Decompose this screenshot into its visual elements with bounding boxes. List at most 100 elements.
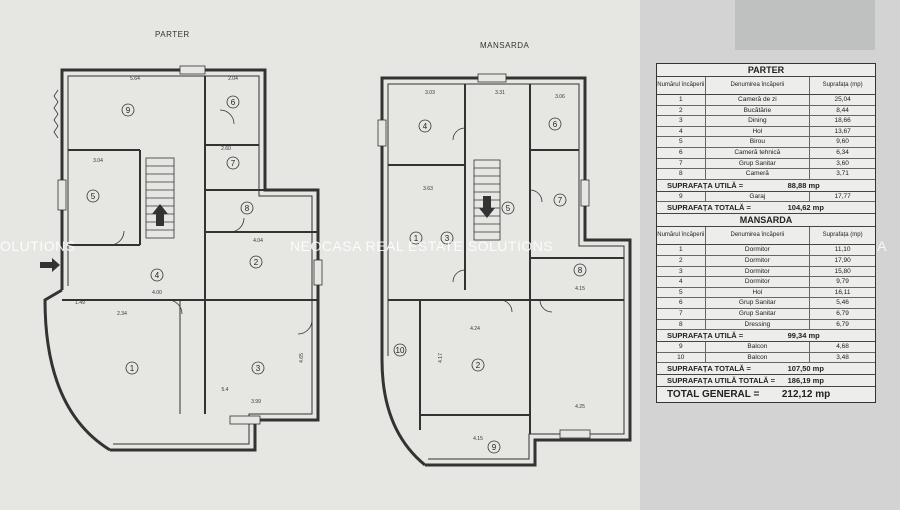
dimension-label: 4.17 (438, 353, 444, 363)
row-area: 15,80 (834, 267, 851, 275)
room-number-circle (487, 440, 501, 454)
row-number: 8 (657, 319, 706, 330)
door-swing-icon (539, 299, 553, 313)
row-area: 6,79 (836, 309, 849, 317)
dimension-label: 3.04 (93, 158, 103, 164)
watermark: NEOCASA REAL ESTATE SOLUTIONS (290, 238, 554, 254)
row-number: 1 (657, 245, 706, 255)
room-number-circle (226, 95, 240, 109)
row-area: 25,04 (834, 96, 851, 103)
room-number-circle (409, 231, 423, 245)
room-number-circle (553, 193, 567, 207)
column-header-name: Denumirea încăperii (706, 77, 811, 94)
dimension-label: 4.15 (575, 286, 585, 292)
row-area: 4,68 (836, 343, 849, 351)
door-swing-icon (297, 319, 313, 335)
row-area: 9,79 (836, 278, 849, 286)
window-icon (57, 179, 67, 211)
room-number-circle (226, 156, 240, 170)
row-area: 17,90 (834, 256, 851, 264)
window-icon (229, 415, 261, 425)
dimension-label: 4.15 (473, 436, 483, 442)
room-number: 8 (245, 204, 250, 213)
room-number: 7 (231, 159, 236, 168)
room-number-circle (249, 255, 263, 269)
paper-corner-shade (735, 0, 875, 50)
row-number: 5 (657, 137, 706, 147)
row-name: Grup Sanitar (706, 298, 811, 308)
dimension-label: 4.04 (253, 238, 263, 244)
table-row: 9 Garaj 17,77 (657, 191, 875, 203)
room-number: 6 (553, 120, 558, 129)
door-swing-icon (452, 127, 466, 141)
row-name: Cameră de zi (706, 95, 811, 105)
row-area: 11,10 (834, 246, 851, 254)
row-area: 8,44 (836, 106, 849, 114)
dimension-label: 5.4 (222, 387, 229, 393)
entrance-arrow-icon (40, 258, 60, 272)
mansarda-plan-title: MANSARDA (480, 41, 530, 50)
room-number: 1 (130, 364, 135, 373)
parter-table-header: Numărul încăperii Denumirea încăperii Su… (657, 77, 875, 95)
row-name: Dormitor (706, 266, 811, 277)
room-number: 5 (506, 204, 511, 213)
total-label: SUPRAFAȚA TOTALĂ = (667, 203, 751, 213)
row-number: 3 (657, 266, 706, 277)
row-number: 6 (657, 147, 706, 158)
parter-outer-wall-inner (67, 75, 313, 445)
parter-plan (40, 65, 323, 452)
total-label: SUPRAFAȚA TOTALĂ = (667, 364, 751, 374)
dimension-label: 1.49 (75, 300, 85, 306)
parter-util-total: SUPRAFAȚA UTILĂ = 88,88 mp (657, 180, 875, 192)
door-swing-icon (219, 109, 235, 125)
mansarda-outer-wall (380, 76, 632, 467)
room-number: 1 (414, 234, 419, 243)
room-number-circle (471, 358, 485, 372)
room-number-circle (501, 201, 515, 215)
mansarda-stairs (473, 159, 501, 241)
row-area: 3,71 (836, 170, 849, 178)
dimension-label: 2.60 (221, 146, 231, 152)
room-number-circle (573, 263, 587, 277)
window-icon (477, 73, 507, 83)
total-value: 104,62 mp (787, 203, 824, 213)
mansarda-curved-wall (380, 359, 426, 467)
mansarda-plan (377, 73, 632, 467)
grand-total-label: TOTAL GENERAL = (667, 389, 760, 401)
total-value: 88,88 mp (787, 180, 820, 190)
room-number-circle (393, 343, 407, 357)
row-name: Hol (706, 287, 811, 298)
room-number: 9 (126, 106, 131, 115)
row-area: 6,34 (836, 148, 849, 156)
room-number: 2 (476, 361, 481, 370)
stairs-arrow-icon (152, 204, 168, 226)
room-number-circle (418, 119, 432, 133)
row-area: 17,77 (834, 192, 851, 200)
column-header-name: Denumirea încăperii (706, 227, 811, 245)
stairs-arrow-icon (479, 196, 495, 218)
row-number: 8 (657, 169, 706, 179)
row-area: 3,48 (836, 353, 849, 361)
parter-curved-wall (43, 288, 111, 452)
room-number: 7 (558, 196, 563, 205)
total-value: 186,19 mp (787, 376, 824, 386)
area-schedule-table: PARTER Numărul încăperii Denumirea încăp… (656, 63, 876, 404)
row-name: Bucătărie (706, 105, 811, 116)
row-number: 9 (657, 342, 706, 352)
dimension-label: 5.64 (130, 76, 140, 82)
row-name: Dormitor (706, 277, 811, 287)
